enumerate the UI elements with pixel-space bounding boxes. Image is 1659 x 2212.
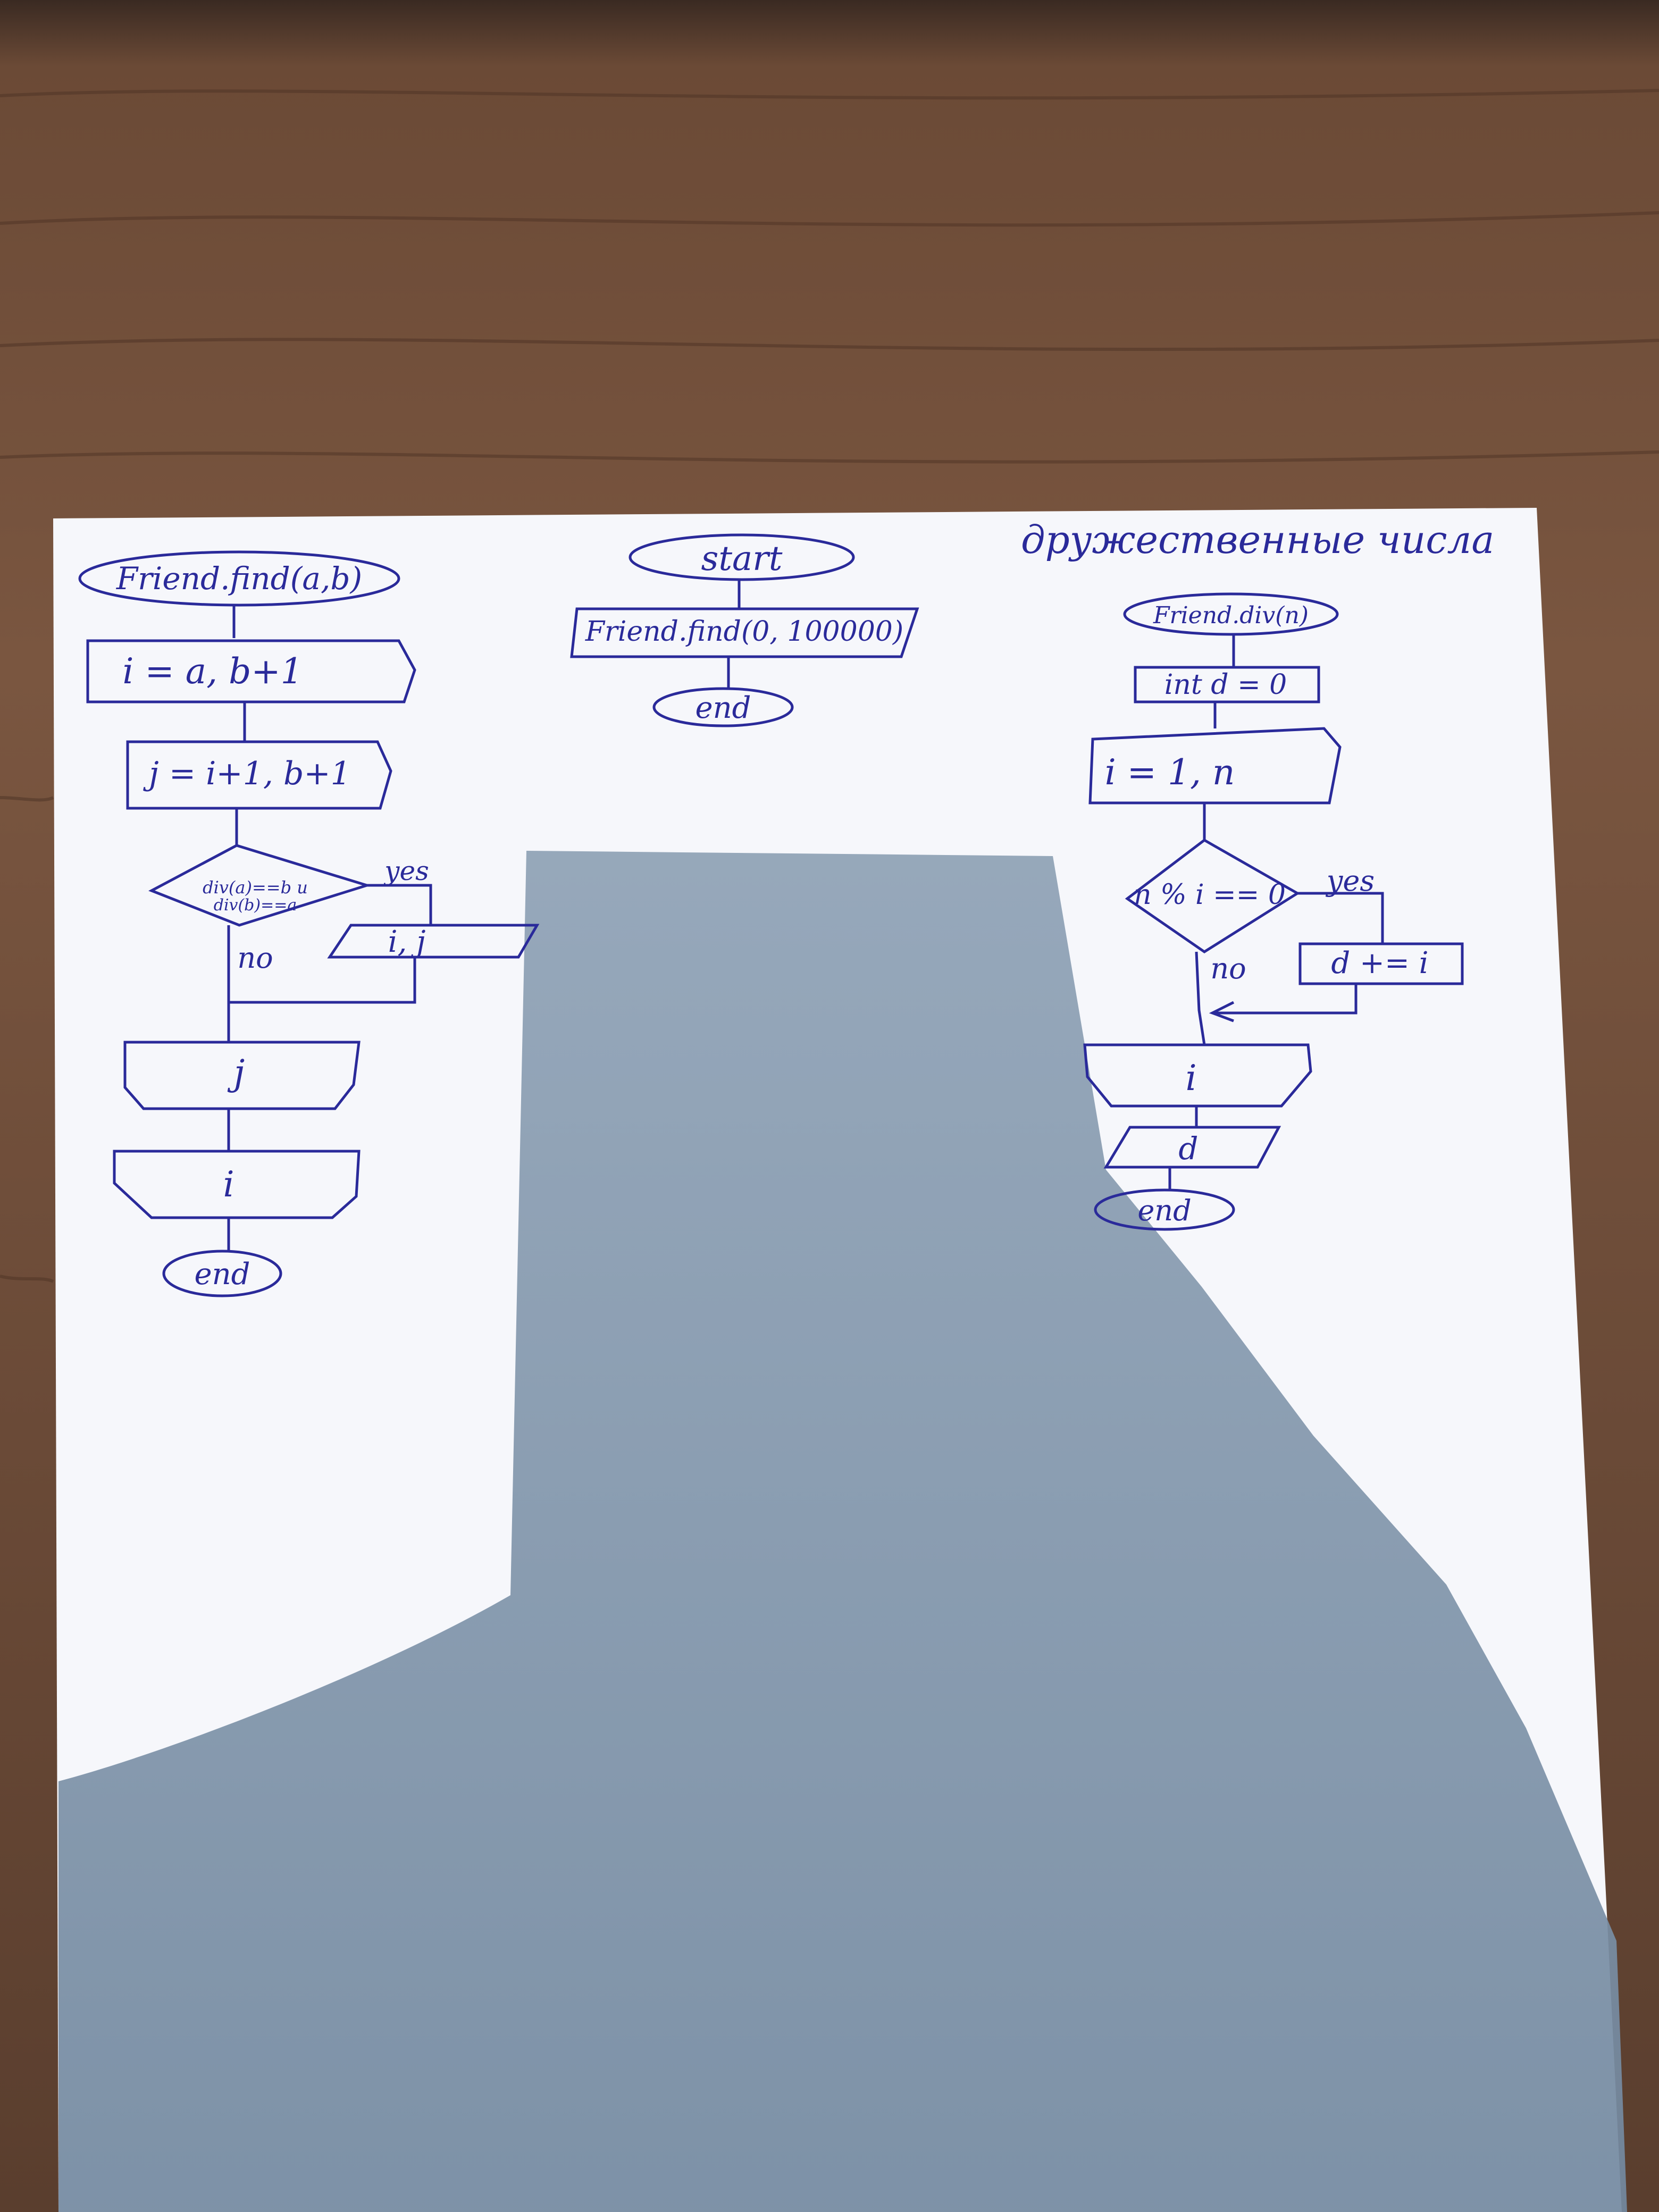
div-loop-start (1088, 727, 1342, 805)
div-header-terminator (1123, 592, 1339, 636)
flowchart-ink: дружественные числа start Friend.find(0,… (78, 517, 1494, 1297)
find-output-label: i, j (388, 925, 426, 959)
main-end-terminator (652, 687, 794, 727)
div-loop-end-label: i (1185, 1058, 1196, 1099)
find-loop-j-end (123, 1041, 361, 1110)
main-start-terminator (629, 533, 855, 581)
div-yes-label: yes (1326, 864, 1375, 898)
shadow (58, 851, 1627, 2212)
find-loop-i-label: i = a, b+1 (122, 651, 303, 692)
div-flow: Friend.div(n) int d = 0 i = 1, n n % i =… (1083, 592, 1464, 1231)
div-loop-end (1083, 1043, 1312, 1108)
find-loop-i-end (113, 1150, 361, 1219)
find-loop-i-start (86, 639, 416, 703)
find-end-terminator (162, 1250, 282, 1297)
find-merge-line (229, 957, 416, 1004)
div-no-branch (1195, 951, 1206, 1045)
main-call-label: Friend.find(0, 100000) (585, 616, 903, 648)
find-loop-j-start (126, 740, 392, 810)
div-init-label: int d = 0 (1164, 669, 1287, 701)
find-loop-j-label: j = i+1, b+1 (143, 755, 351, 792)
div-init-process (1134, 666, 1320, 703)
find-loop-i-end-label: i (223, 1164, 234, 1205)
find-yes-branch (367, 884, 432, 925)
div-action-label: d += i (1331, 946, 1428, 981)
find-flow: Friend.find(a,b) i = a, b+1 j = i+1, b+1… (78, 550, 540, 1297)
find-yes-label: yes (383, 856, 429, 886)
div-output-io (1103, 1126, 1281, 1169)
find-header-terminator (78, 550, 400, 607)
div-no-label: no (1210, 952, 1246, 985)
div-condition-label: n % i == 0 (1134, 879, 1286, 911)
main-call-io (570, 607, 919, 658)
main-flow: start Friend.find(0, 100000) end (570, 533, 919, 727)
div-header-label: Friend.div(n) (1153, 602, 1309, 629)
find-condition-line2: div(b)==a (214, 896, 297, 915)
div-loop-label: i = 1, n (1105, 752, 1235, 793)
div-yes-branch (1297, 892, 1384, 944)
div-end-label: end (1137, 1194, 1191, 1227)
find-condition-line1: div(a)==b и (203, 877, 308, 898)
wood-grain (0, 89, 1659, 1283)
div-merge-line (1212, 984, 1358, 1015)
main-end-label: end (695, 691, 751, 725)
find-no-label: no (237, 941, 273, 975)
page-title: дружественные числа (1021, 517, 1494, 562)
main-start-label: start (701, 539, 782, 579)
find-output-io (327, 924, 540, 959)
div-end-terminator (1094, 1188, 1235, 1231)
find-header-label: Friend.find(a,b) (116, 560, 362, 597)
div-output-label: d (1178, 1130, 1198, 1167)
find-end-label: end (194, 1257, 250, 1292)
div-merge-arrowhead (1209, 1001, 1235, 1023)
div-action-process (1298, 942, 1464, 985)
